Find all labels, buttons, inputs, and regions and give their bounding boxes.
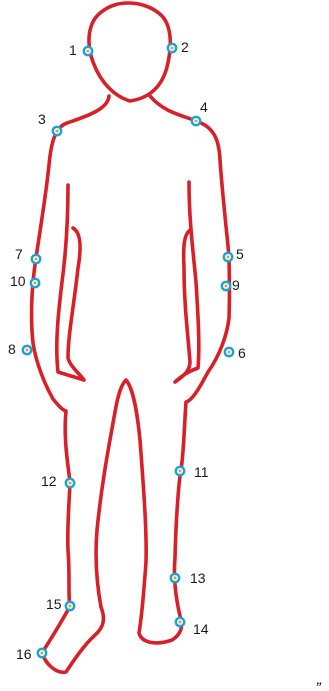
marker-12-label: 12 [41, 473, 57, 489]
marker-5-dot [227, 256, 230, 259]
marker-4: 4 [192, 99, 208, 125]
marker-16-dot [41, 652, 44, 655]
marker-4-dot [195, 120, 198, 123]
marker-12-dot [69, 482, 72, 485]
marker-13-label: 13 [190, 570, 206, 586]
marker-8: 8 [8, 341, 31, 357]
marker-6-dot [228, 351, 231, 354]
marker-2-label: 2 [181, 39, 189, 55]
marker-6-label: 6 [238, 345, 246, 361]
marker-9-label: 9 [232, 277, 240, 293]
marker-1-dot [87, 50, 90, 53]
marker-2-dot [171, 47, 174, 50]
marker-8-dot [26, 349, 29, 352]
marker-9-dot [225, 285, 228, 288]
marker-11-label: 11 [194, 464, 209, 480]
marker-3-dot [56, 130, 59, 133]
marker-7-label: 7 [15, 246, 23, 262]
marker-6: 6 [225, 345, 246, 361]
marker-15-label: 15 [46, 596, 62, 612]
trailing-quote-mark: „ [316, 671, 322, 688]
marker-14-label: 14 [193, 621, 209, 637]
marker-10-label: 10 [10, 273, 26, 289]
marker-11-dot [179, 470, 182, 473]
marker-3: 3 [38, 111, 61, 135]
marker-16: 16 [16, 646, 46, 662]
marker-7-dot [35, 258, 38, 261]
marker-5-label: 5 [236, 246, 244, 262]
marker-16-label: 16 [16, 646, 32, 662]
marker-8-label: 8 [8, 341, 16, 357]
marker-15-dot [69, 605, 72, 608]
marker-14-dot [179, 621, 182, 624]
marker-3-label: 3 [38, 111, 46, 127]
left-inner-arm-outline [57, 185, 84, 380]
head-outline [89, 3, 170, 101]
marker-4-label: 4 [200, 99, 208, 115]
marker-13-dot [174, 577, 177, 580]
marker-1-label: 1 [69, 42, 77, 58]
marker-10-dot [34, 282, 37, 285]
right-inner-arm-outline [175, 182, 199, 382]
